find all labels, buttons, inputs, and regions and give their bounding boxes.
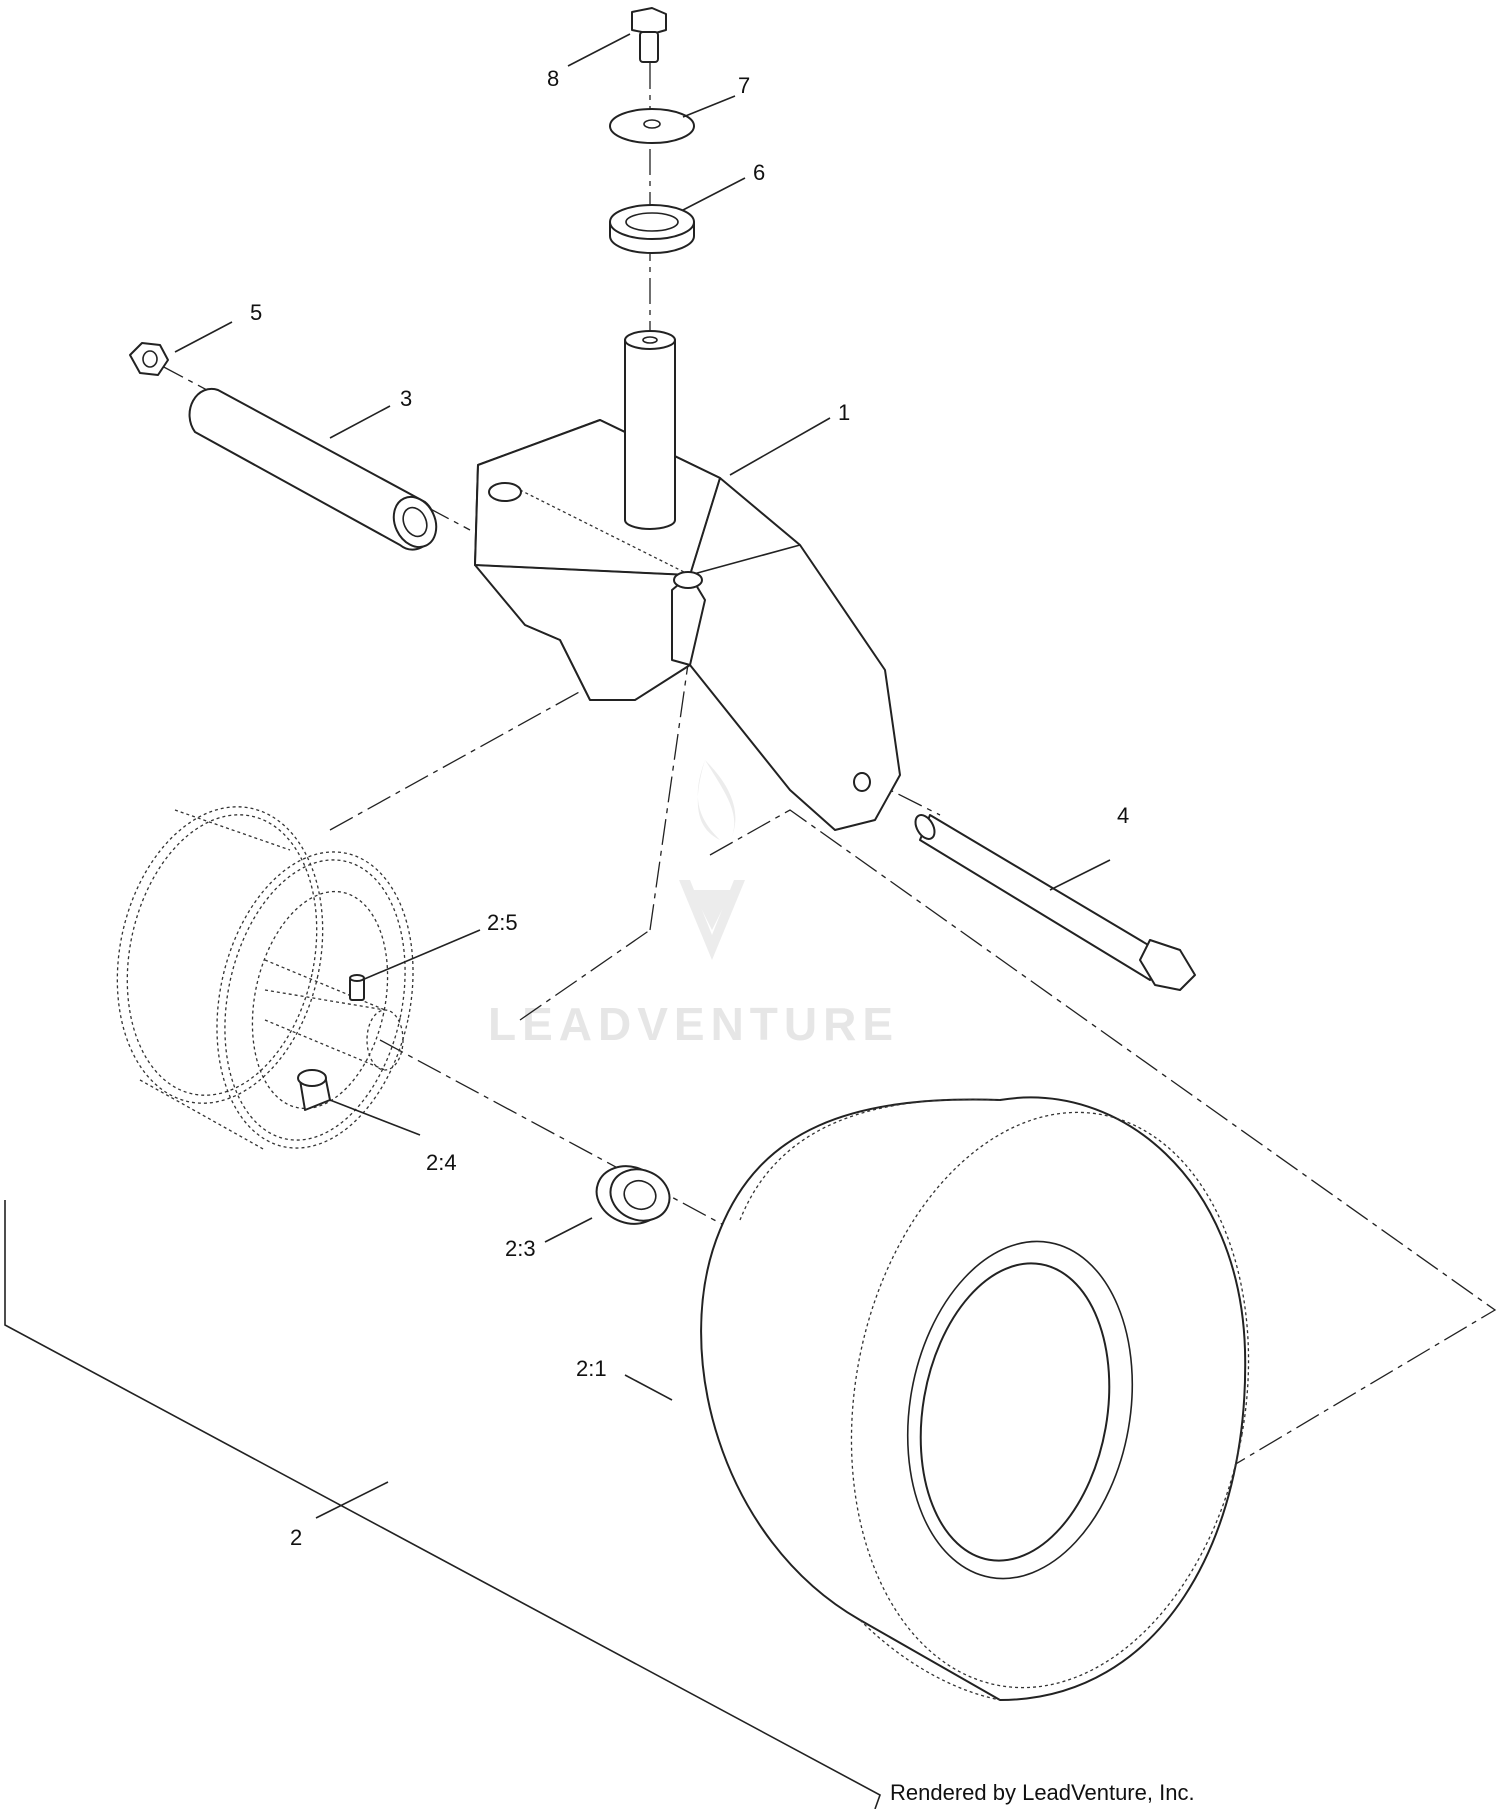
watermark-text: LEADVENTURE: [488, 998, 899, 1050]
render-credit: Rendered by LeadVenture, Inc.: [890, 1780, 1195, 1805]
callout-2-4: 2:4: [426, 1150, 457, 1175]
callout-2-5: 2:5: [487, 910, 518, 935]
callout-2-1: 2:1: [576, 1356, 607, 1381]
callout-8: 8: [547, 66, 559, 91]
part-2-3-bushing: [595, 1165, 671, 1225]
hub-centerline: [379, 1039, 771, 1251]
part-2-4-bearing: [297, 1069, 331, 1111]
callout-6: 6: [753, 160, 765, 185]
callout-2: 2: [290, 1525, 302, 1550]
part-3-spacer-tube: [188, 387, 438, 551]
part-4-axle-bolt: [914, 814, 1196, 991]
part-6-thrust-washer: [609, 204, 695, 254]
assembly-envelope-line: [709, 809, 1497, 1501]
callout-4: 4: [1117, 803, 1129, 828]
bracket-2-line: [4, 1200, 881, 1809]
part-1-caster-fork: [474, 330, 901, 831]
part-8-bolt: [631, 7, 667, 63]
watermark: LEADVENTURE: [488, 760, 899, 1050]
leadventure-logo-icon: [679, 760, 745, 960]
callout-1: 1: [838, 400, 850, 425]
leader-lines: [174, 33, 1111, 1519]
assembly-bracket-2: [4, 1200, 881, 1809]
callout-5: 5: [250, 300, 262, 325]
part-5-nut: [129, 342, 169, 376]
part-2-wheel-rim: [116, 806, 414, 1151]
callout-7: 7: [738, 73, 750, 98]
callout-2-3: 2:3: [505, 1236, 536, 1261]
part-2-1-tire: [700, 1096, 1250, 1701]
part-2-5-grease-fitting: [349, 974, 365, 1001]
part-7-flat-washer: [609, 108, 695, 144]
bracket-axis-line: [649, 649, 691, 931]
callout-3: 3: [400, 386, 412, 411]
wheel-axis-line: [519, 929, 651, 1021]
callout-labels: 8 7 6 5 3 1 4 2:5 2:4 2:3 2:1 2: [250, 66, 1129, 1550]
